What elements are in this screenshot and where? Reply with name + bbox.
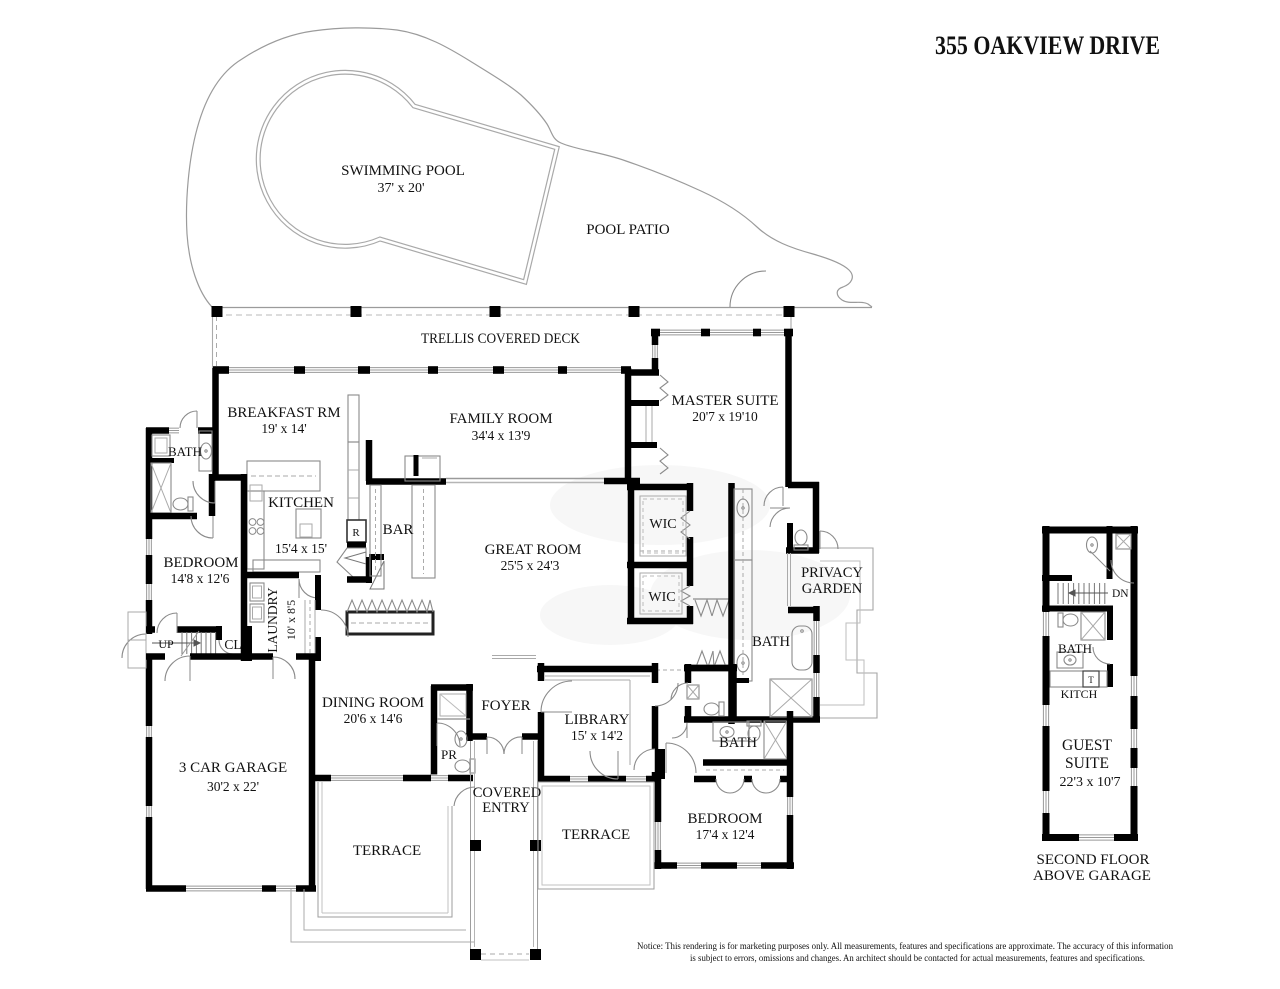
svg-text:37' x 20': 37' x 20'	[377, 181, 424, 196]
svg-text:R: R	[352, 527, 360, 539]
svg-text:MASTER SUITE: MASTER SUITE	[671, 393, 778, 409]
svg-text:19' x 14': 19' x 14'	[261, 421, 306, 436]
svg-text:BREAKFAST RM: BREAKFAST RM	[227, 405, 340, 421]
svg-text:25'5 x 24'3: 25'5 x 24'3	[501, 558, 560, 573]
svg-text:LIBRARY: LIBRARY	[564, 712, 629, 728]
svg-text:POOL PATIO: POOL PATIO	[586, 222, 670, 238]
svg-text:FAMILY ROOM: FAMILY ROOM	[449, 411, 552, 427]
svg-text:COVERED: COVERED	[473, 785, 541, 801]
svg-text:BAR: BAR	[383, 522, 414, 538]
svg-text:LAUNDRY: LAUNDRY	[265, 587, 280, 653]
svg-text:DINING ROOM: DINING ROOM	[322, 695, 424, 711]
svg-text:T: T	[1088, 675, 1094, 685]
svg-text:20'6 x 14'6: 20'6 x 14'6	[344, 711, 403, 726]
svg-text:BATH: BATH	[1058, 641, 1092, 656]
svg-text:ABOVE GARAGE: ABOVE GARAGE	[1033, 868, 1151, 884]
svg-text:SUITE: SUITE	[1065, 755, 1109, 772]
svg-text:WIC: WIC	[649, 517, 676, 532]
svg-text:15'4 x 15': 15'4 x 15'	[275, 541, 327, 556]
svg-text:FOYER: FOYER	[481, 698, 530, 714]
svg-text:3 CAR GARAGE: 3 CAR GARAGE	[179, 760, 287, 776]
svg-text:SECOND FLOOR: SECOND FLOOR	[1037, 852, 1150, 868]
svg-text:PR: PR	[441, 747, 457, 762]
svg-text:is subject to errors, omission: is subject to errors, omissions and chan…	[690, 953, 1145, 964]
svg-text:10' x 8'5: 10' x 8'5	[284, 600, 298, 640]
svg-text:Notice: This rendering is for: Notice: This rendering is for marketing …	[637, 941, 1173, 952]
svg-text:KITCH: KITCH	[1061, 687, 1098, 701]
svg-text:DN: DN	[1112, 588, 1129, 600]
svg-text:KITCHEN: KITCHEN	[268, 495, 334, 511]
svg-text:CL: CL	[224, 637, 241, 652]
svg-text:UP: UP	[158, 637, 174, 651]
svg-text:14'8 x 12'6: 14'8 x 12'6	[171, 571, 230, 586]
svg-text:GARDEN: GARDEN	[802, 581, 863, 597]
svg-text:15' x 14'2: 15' x 14'2	[571, 728, 623, 743]
svg-text:22'3 x 10'7: 22'3 x 10'7	[1059, 775, 1120, 790]
svg-text:BATH: BATH	[719, 735, 757, 751]
svg-text:BEDROOM: BEDROOM	[163, 555, 238, 571]
svg-text:ENTRY: ENTRY	[482, 800, 530, 816]
svg-text:17'4 x 12'4: 17'4 x 12'4	[696, 827, 755, 842]
svg-text:BEDROOM: BEDROOM	[687, 811, 762, 827]
svg-text:30'2 x 22': 30'2 x 22'	[207, 779, 259, 794]
svg-text:WIC: WIC	[648, 590, 675, 605]
svg-text:BATH: BATH	[168, 444, 202, 459]
svg-text:TERRACE: TERRACE	[562, 827, 630, 843]
svg-text:34'4 x 13'9: 34'4 x 13'9	[472, 428, 531, 443]
svg-text:PRIVACY: PRIVACY	[801, 565, 863, 581]
svg-text:355 OAKVIEW DRIVE: 355 OAKVIEW DRIVE	[935, 31, 1160, 60]
svg-text:20'7 x 19'10: 20'7 x 19'10	[692, 409, 758, 424]
svg-text:SWIMMING POOL: SWIMMING POOL	[341, 163, 465, 179]
svg-text:GUEST: GUEST	[1062, 737, 1112, 754]
svg-text:GREAT ROOM: GREAT ROOM	[485, 542, 582, 558]
svg-text:BATH: BATH	[752, 634, 790, 650]
svg-text:TRELLIS COVERED DECK: TRELLIS COVERED DECK	[421, 331, 580, 347]
svg-text:TERRACE: TERRACE	[353, 843, 421, 859]
